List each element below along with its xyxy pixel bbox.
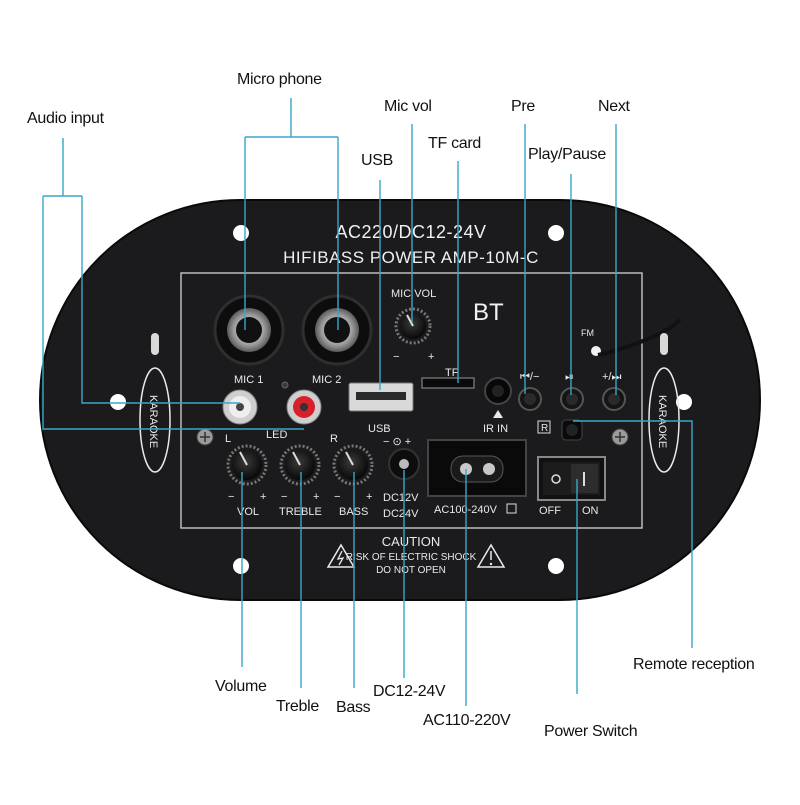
ir-in-jack[interactable]: [484, 377, 512, 405]
remote-receiver: [561, 419, 583, 441]
callout-micro-phone: Micro phone: [237, 71, 322, 88]
led-label: LED: [266, 429, 287, 441]
ir-in-label: IR IN: [483, 423, 508, 435]
r-badge: [537, 420, 551, 434]
double-insulation-icon: [506, 503, 517, 514]
power-switch[interactable]: [537, 456, 606, 501]
caution-label: CAUTION: [382, 534, 441, 549]
antenna-cable: [597, 318, 682, 357]
callout-ac: AC110-220V: [423, 712, 511, 729]
dc24-label: DC24V: [383, 508, 419, 520]
callout-remote: Remote reception: [633, 656, 755, 673]
mic-vol-plus: +: [428, 351, 434, 363]
dc12-label: DC12V: [383, 492, 419, 504]
usb-label: USB: [368, 423, 391, 435]
fm-label: FM: [581, 328, 594, 338]
mic-1-jack[interactable]: [213, 294, 285, 366]
callout-next: Next: [598, 98, 630, 115]
next-button[interactable]: [602, 387, 626, 411]
pre-icon: ⏮/−: [520, 371, 539, 383]
volume-knob[interactable]: [226, 444, 268, 486]
bass-knob[interactable]: [332, 444, 374, 486]
tf-label: TF: [445, 367, 459, 379]
callout-dc: DC12-24V: [373, 683, 446, 700]
svg-text:−: −: [228, 491, 234, 503]
r-label: R: [330, 433, 338, 445]
knob-minus-plus-marks: − + − + − +: [228, 491, 372, 503]
callout-bass: Bass: [336, 699, 371, 716]
svg-text:KARAOKE: KARAOKE: [147, 395, 159, 448]
callout-volume: Volume: [215, 678, 267, 695]
callout-play-pause: Play/Pause: [528, 146, 606, 163]
mic-vol-minus: −: [393, 351, 399, 363]
ir-arrow-icon: [493, 410, 503, 418]
panel-title-line1: AC220/DC12-24V: [335, 222, 486, 242]
svg-text:−: −: [334, 491, 340, 503]
svg-text:−: −: [281, 491, 287, 503]
usb-port[interactable]: [348, 382, 414, 412]
svg-text:+: +: [366, 491, 372, 503]
next-icon: +/⏭: [602, 371, 621, 383]
play-pause-icon: ⏯: [565, 371, 574, 383]
l-label: L: [225, 433, 231, 445]
ac-power-socket[interactable]: [427, 439, 527, 497]
do-not-open-label: DO NOT OPEN: [376, 565, 446, 576]
callout-audio-input: Audio input: [27, 110, 104, 127]
leader-lines: [42, 98, 693, 706]
callout-pre: Pre: [511, 98, 535, 115]
warning-triangle-icon: [326, 543, 356, 568]
mic-vol-knob[interactable]: [394, 307, 432, 345]
rca-left-jack[interactable]: [222, 389, 258, 425]
tf-card-slot[interactable]: [421, 377, 475, 389]
karaoke-badge-left: KARAOKE: [139, 333, 171, 473]
mic2-label: MIC 2: [312, 374, 341, 386]
mic-2-jack[interactable]: [301, 294, 373, 366]
svg-text:+: +: [313, 491, 319, 503]
warning-triangle-icon-right: [476, 543, 506, 568]
treble-knob[interactable]: [279, 444, 321, 486]
off-label: OFF: [539, 505, 561, 517]
rca-right-jack[interactable]: [286, 389, 322, 425]
callout-power-switch: Power Switch: [544, 723, 638, 740]
svg-text:+: +: [260, 491, 266, 503]
on-label: ON: [582, 505, 599, 517]
r-badge-label: R: [541, 423, 548, 434]
bt-label: BT: [473, 299, 504, 326]
switch-off-mark: [551, 474, 561, 484]
callout-mic-vol: Mic vol: [384, 98, 432, 115]
callout-usb: USB: [361, 152, 393, 169]
risk-label: RISK OF ELECTRIC SHOCK: [346, 552, 477, 563]
dc-polarity-icon: − ⊙ +: [383, 436, 411, 448]
pre-button[interactable]: [518, 387, 542, 411]
play-pause-button[interactable]: [560, 387, 584, 411]
panel-title-line2: HIFIBASS POWER AMP-10M-C: [283, 248, 539, 267]
vol-label: VOL: [237, 506, 259, 518]
mic-vol-label: MIC VOL: [391, 288, 436, 300]
callout-treble: Treble: [276, 698, 319, 715]
mic1-label: MIC 1: [234, 374, 263, 386]
led-indicator: [281, 381, 289, 389]
callout-tf-card: TF card: [428, 135, 482, 152]
